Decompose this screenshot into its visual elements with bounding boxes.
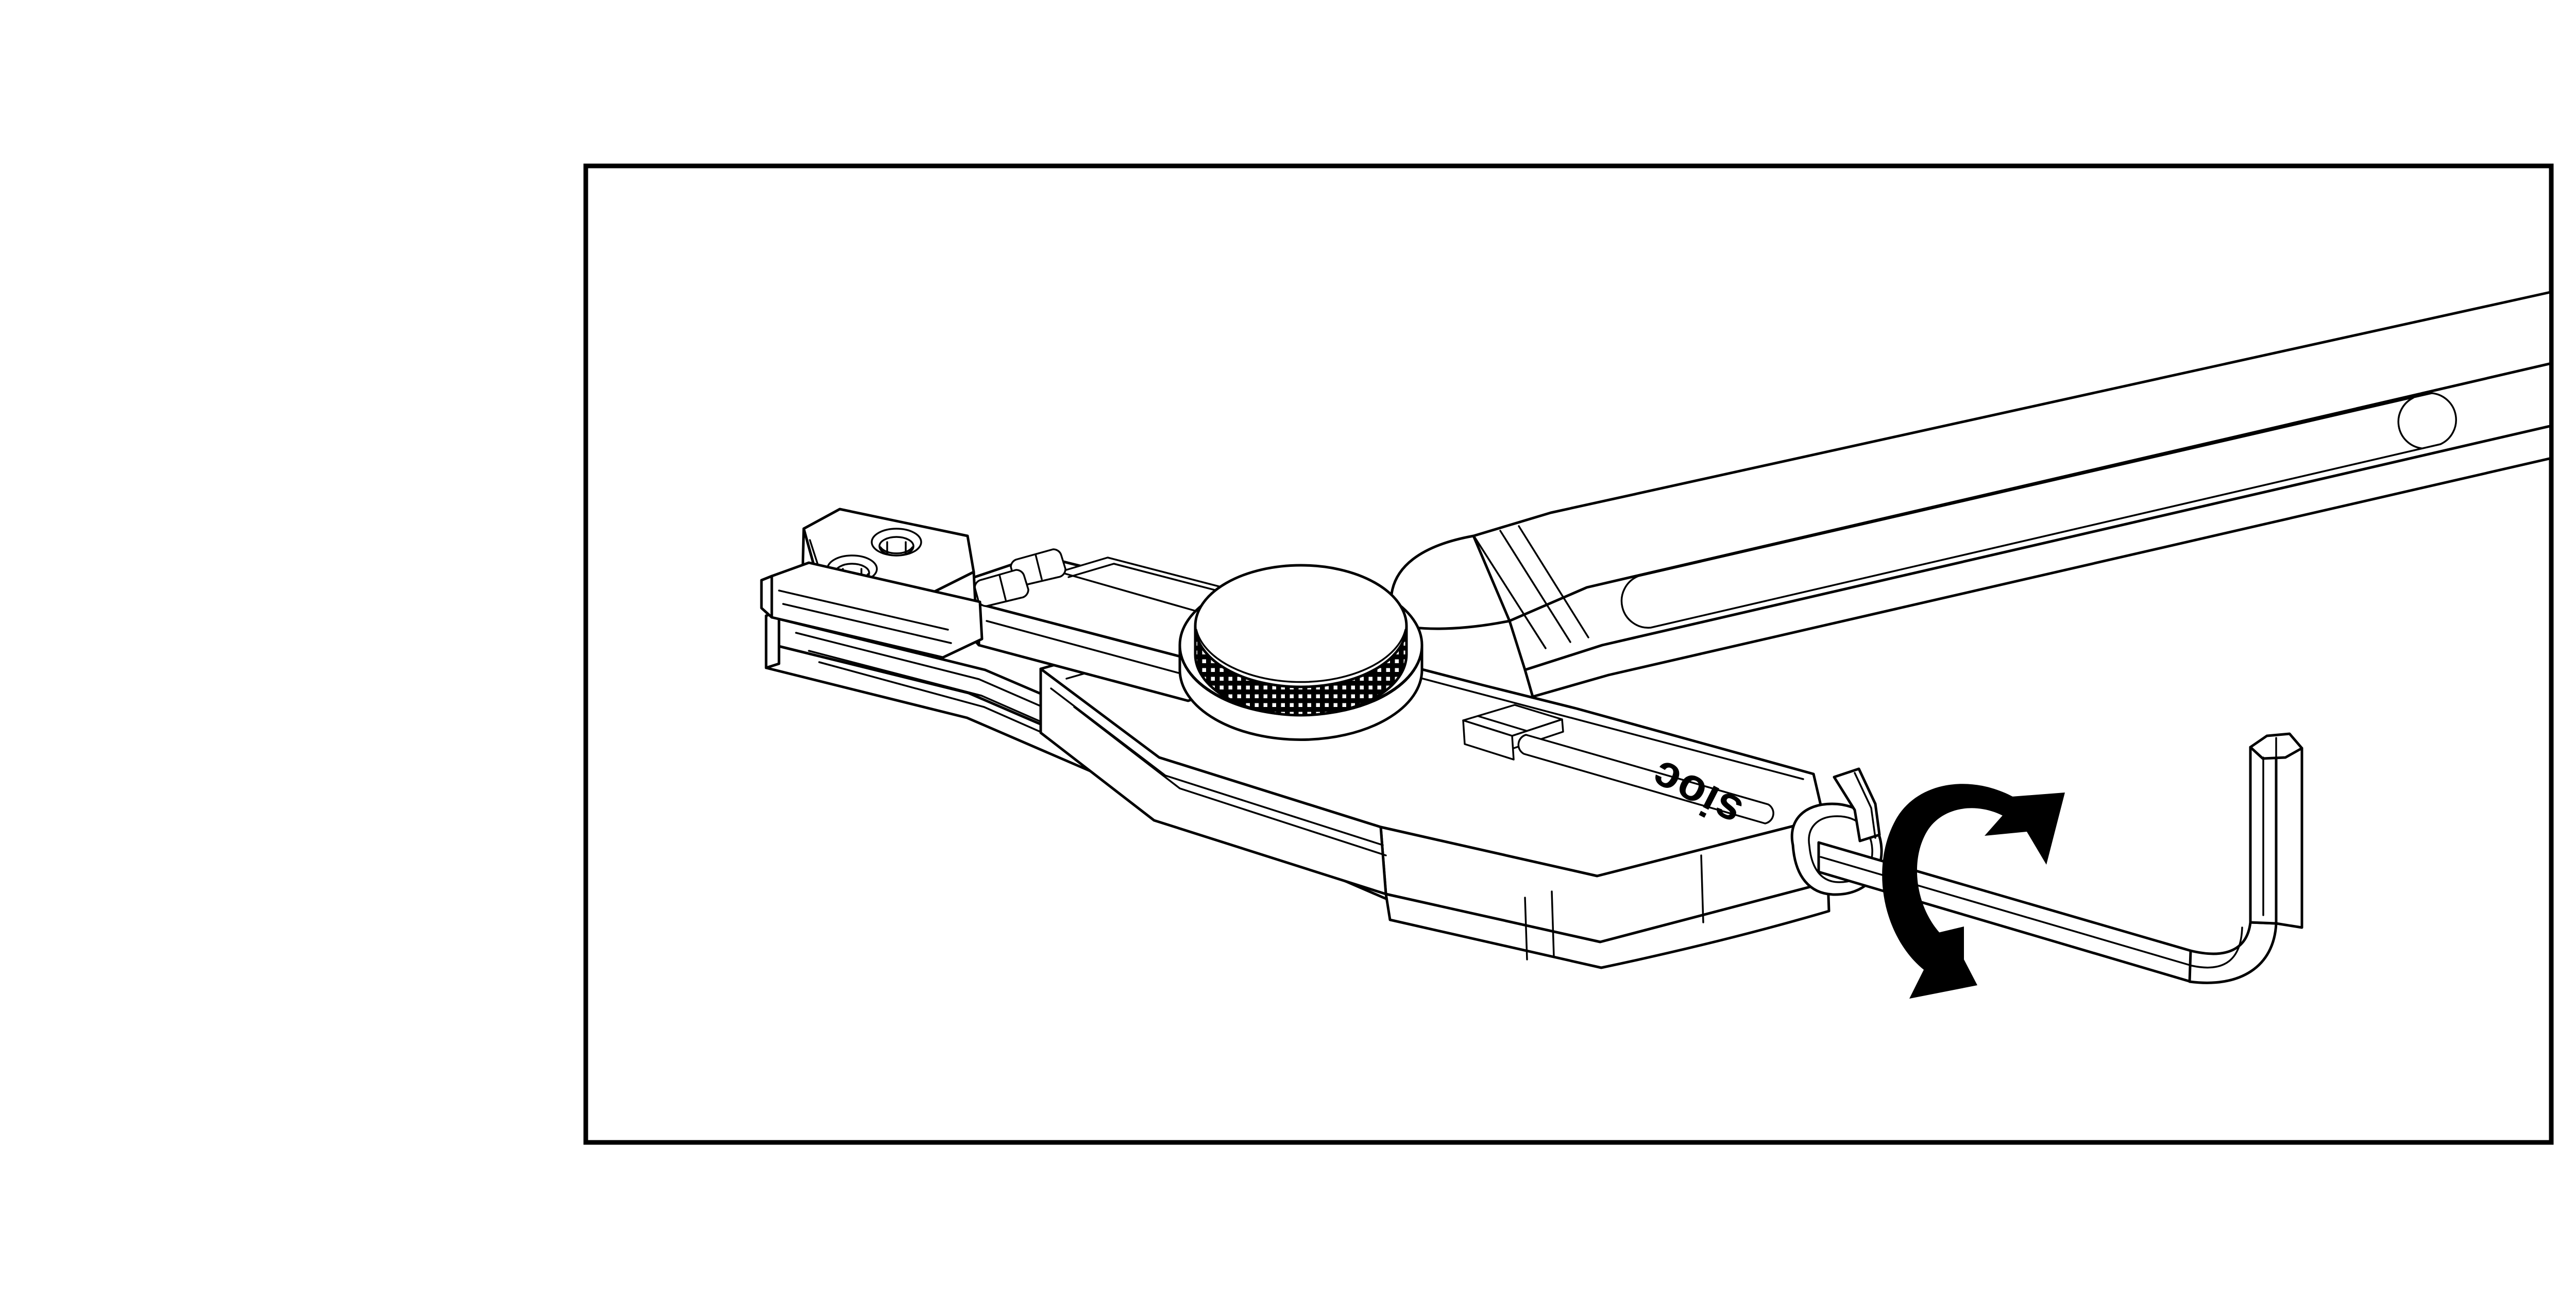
mounting-block (760, 508, 984, 659)
rotation-arrow (1882, 784, 2065, 999)
upper-arm (1389, 291, 2549, 698)
knob-top-face (1194, 564, 1408, 688)
knurled-knob (1178, 564, 1423, 741)
screw-hole-upper (871, 528, 922, 557)
